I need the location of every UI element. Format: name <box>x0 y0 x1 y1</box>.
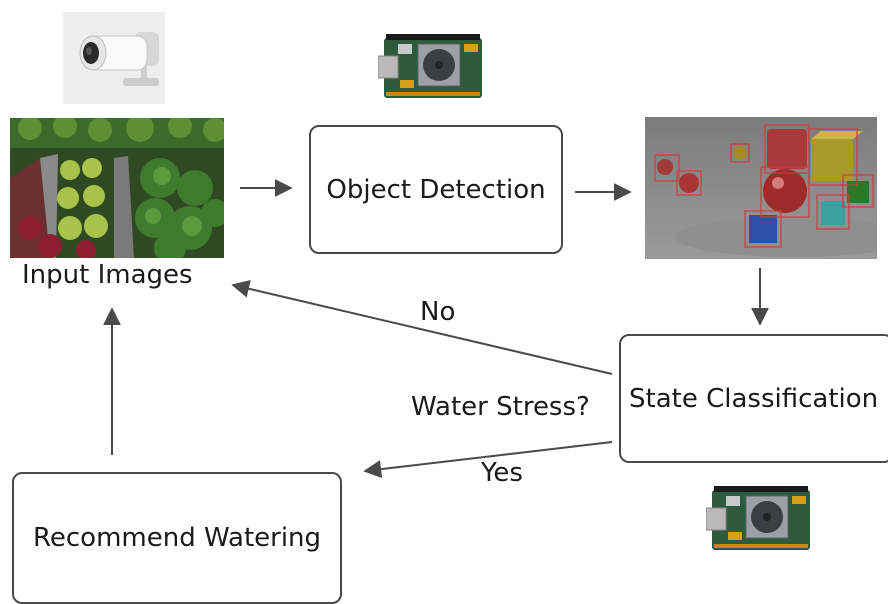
recommend-watering-box: Recommend Watering <box>12 472 342 604</box>
state-classification-box: State Classification <box>619 334 888 463</box>
water-stress-question: Water Stress? <box>411 392 590 422</box>
edge-tpu-board-icon-top <box>378 30 484 102</box>
arrow-no-to-input <box>231 279 613 375</box>
no-edge-label: No <box>420 297 456 327</box>
edge-tpu-board-icon-bottom <box>706 484 812 554</box>
arrow-yes-to-recommend <box>363 441 613 479</box>
input-images-label: Input Images <box>22 260 193 290</box>
yes-edge-label: Yes <box>481 458 523 488</box>
detection-result-image <box>645 117 877 259</box>
input-image-photo <box>10 118 224 258</box>
state-classification-label: State Classification <box>629 383 879 414</box>
security-camera-icon <box>63 12 165 104</box>
object-detection-box: Object Detection <box>309 125 563 254</box>
recommend-watering-label: Recommend Watering <box>32 523 322 553</box>
object-detection-label: Object Detection <box>326 174 546 205</box>
